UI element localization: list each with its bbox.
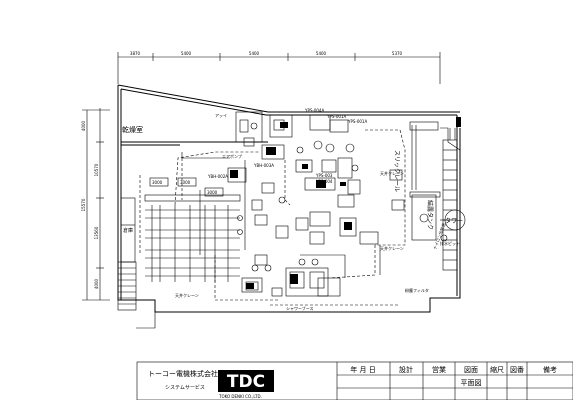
dim-left-4: 4000: [94, 278, 99, 289]
slick-rail-label: スリックレール: [393, 150, 400, 192]
yps-004-label: YPS-004: [315, 179, 333, 184]
dim-top-4: 5400: [316, 51, 327, 56]
conduit-paths: [139, 129, 406, 306]
left-staircase: [117, 197, 156, 329]
dim-left-1: 4000: [81, 120, 86, 131]
dim-left-3: 13560: [94, 226, 99, 239]
ybh-003a-label: YBH-003A: [253, 163, 274, 168]
dim-top-1: 3870: [130, 51, 141, 56]
yps-004a-label: YPS-004A: [304, 108, 324, 113]
title-remarks: 備考: [543, 365, 557, 374]
yps-001a-label-1: YPS-001A: [326, 114, 346, 119]
building-walls: [117, 84, 461, 313]
company-name: トーコー電機株式会社: [148, 369, 218, 378]
lift-label-3: 3000: [207, 190, 218, 195]
dim-top-5: 5370: [392, 51, 403, 56]
company-dept: システムサービス: [165, 384, 205, 391]
shower-booth-label: シャワーブース: [286, 305, 314, 311]
svg-text:TDC: TDC: [227, 372, 265, 392]
title-block-frame: [136, 361, 573, 400]
company-logo-sub: TOKO DENKI CO.,LTD.: [218, 394, 262, 399]
title-sales: 営業: [432, 365, 446, 374]
crane-label-b: 天井クレーン: [380, 170, 404, 176]
piping-runs: [181, 152, 381, 278]
title-plan-name: 平面図: [461, 379, 482, 387]
title-number: 図番: [510, 366, 524, 374]
storage-racks: [144, 177, 241, 282]
tank-label: 結露タンク: [426, 200, 434, 230]
company-logo: TDC: [218, 370, 274, 392]
title-scale: 縮尺: [490, 365, 504, 374]
dim-left-2: 10570: [94, 163, 99, 176]
yps-003-label: YPS-003: [315, 173, 333, 178]
slick-rail-area: [409, 121, 466, 242]
dim-left-total: 15570: [81, 198, 86, 211]
pump-label: エアポンプ: [222, 153, 242, 159]
left-dimension-line: [82, 108, 110, 301]
lift-label-1: 3000: [152, 180, 163, 185]
warehouse-label: 倉庫: [123, 227, 133, 234]
drain-label: 排水ピット: [440, 240, 460, 246]
yps-001a-label-2: YPS-001A: [347, 119, 367, 124]
dim-top-2: 5400: [181, 51, 192, 56]
top-dimension-line: [117, 52, 441, 84]
lift-label-2: 3000: [180, 180, 191, 185]
crane-label-c: 天井クレーン: [380, 245, 404, 251]
title-date: 年 月 日: [350, 365, 375, 374]
title-drawing: 図面: [464, 366, 478, 374]
top-rooms: [235, 111, 349, 147]
right-staircase: [440, 127, 461, 271]
ybh-002a-label: YBH-002A: [207, 174, 228, 179]
crane-label-a: 天井クレーン: [175, 292, 199, 298]
dust-label: 粉塵フィルタ: [405, 287, 429, 293]
drying-room-label: 乾燥室: [122, 125, 143, 134]
title-design: 設計: [399, 365, 413, 374]
equipment-markers: [230, 117, 461, 289]
dim-top-3: 5400: [249, 51, 260, 56]
tower-label: タワー: [445, 217, 463, 225]
machine-blocks: [227, 140, 405, 297]
air-label: アッイ: [215, 113, 227, 118]
